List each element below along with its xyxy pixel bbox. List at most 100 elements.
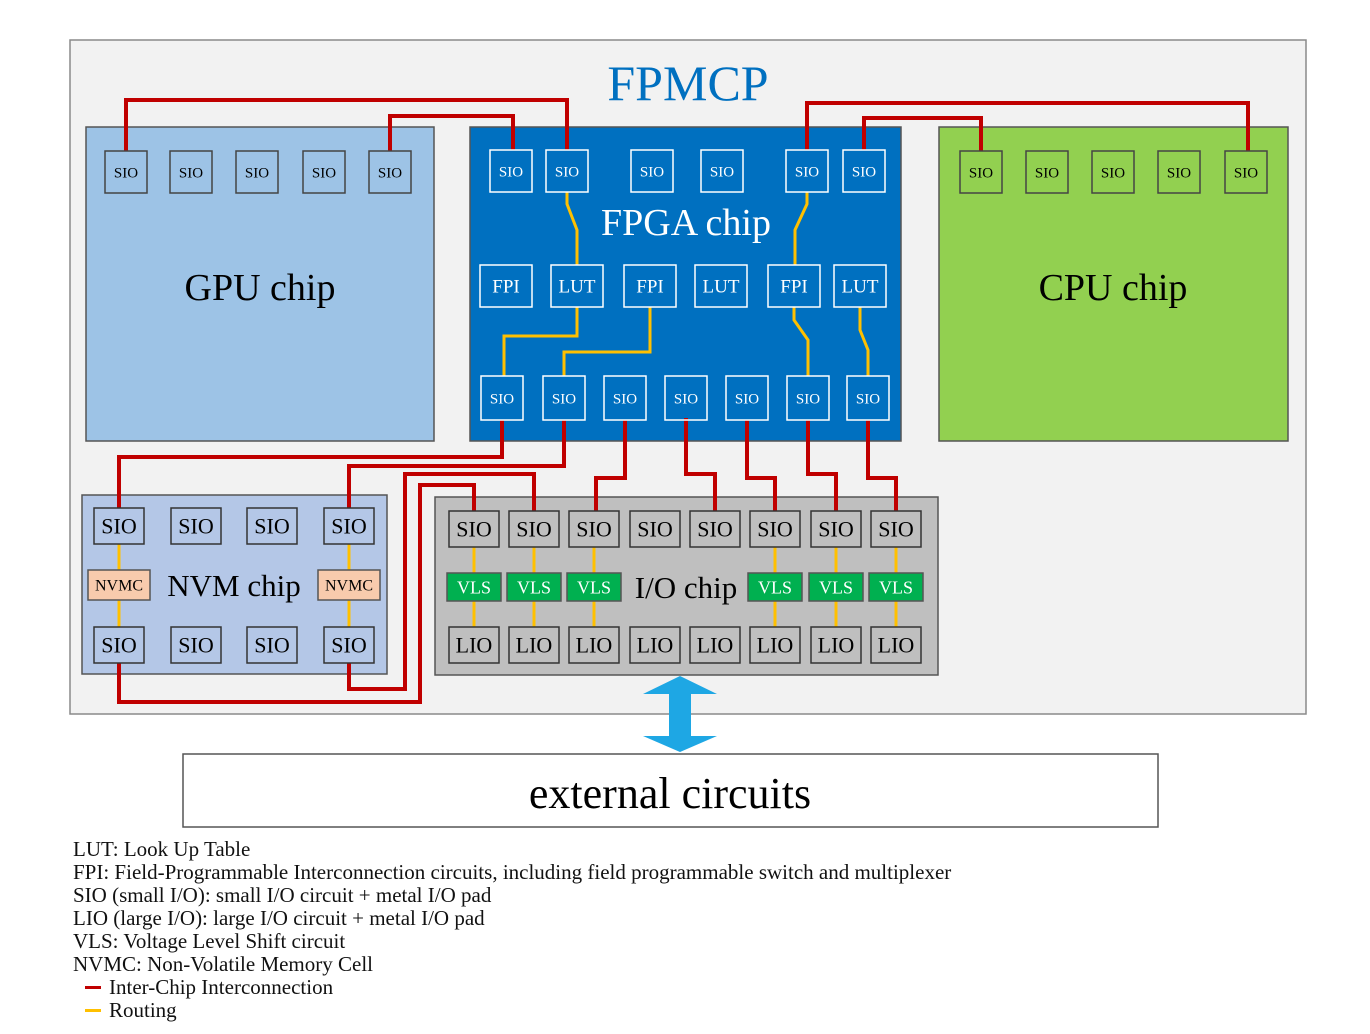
nvm-bottom-sio-pad: SIO [323,626,375,664]
cpu-sio-pad-label: SIO [1167,165,1191,181]
fpga-bottom-sio-pad: SIO [480,375,524,421]
nvm-top-sio-pad: SIO [93,507,145,545]
vls-block: VLS [868,572,924,602]
inter-chip-line [347,472,536,691]
fpga-lut-block-label: LUT [842,277,879,298]
fpga-bottom-sio-pad: SIO [603,375,647,421]
io-sio-pad-label: SIO [818,517,853,542]
nvm-bottom-sio-pad-label: SIO [254,633,289,658]
routing-lines [117,192,898,627]
nvm-bottom-sio-pad-label: SIO [178,633,213,658]
io-sio-pad-label: SIO [516,517,551,542]
cpu-sio-pad: SIO [959,150,1003,194]
vls-block-label: VLS [879,577,913,597]
fpga-bottom-sio-pad: SIO [664,375,708,421]
vls-block: VLS [566,572,622,602]
inter-chip-line [684,418,717,511]
io-lio-pad-label: LIO [637,633,674,658]
fpga-top-sio-pad: SIO [700,149,744,193]
fpga-top-sio-pad: SIO [842,149,886,193]
legend-vls: VLS: Voltage Level Shift circuit [73,929,346,953]
fpga-bottom-sio-pad-label: SIO [796,391,820,407]
fpga-fpi-block-label: FPI [780,277,807,298]
fpga-top-sio-pad-label: SIO [795,164,819,180]
vls-block-label: VLS [819,577,853,597]
io-sio-pad: SIO [568,510,620,548]
fpga-bottom-sio-pad: SIO [725,375,769,421]
external-circuits-label: external circuits [529,769,811,818]
gpu-sio-pad-label: SIO [312,165,336,181]
nvm-bottom-sio-pad-label: SIO [101,633,136,658]
interchip-swatch [85,985,101,989]
io-lio-pad-label: LIO [878,633,915,658]
io-lio-pad: LIO [870,626,922,664]
legend-interchip: Inter-Chip Interconnection [73,976,951,999]
io-sio-pad: SIO [629,510,681,548]
fpga-fpi-block: FPI [479,264,533,308]
gpu-sio-pad: SIO [169,150,213,194]
nvm-bottom-sio-pad: SIO [93,626,145,664]
gpu-sio-pad: SIO [368,150,412,194]
cpu-sio-pad-label: SIO [969,165,993,181]
cpu-sio-pad: SIO [1025,150,1069,194]
fpga-top-sio-pad: SIO [785,149,829,193]
fpga-bottom-sio-pad-label: SIO [613,391,637,407]
gpu-sio-pad: SIO [235,150,279,194]
io-sio-pad: SIO [508,510,560,548]
inter-chip-line [347,420,566,508]
io-sio-pad-label: SIO [576,517,611,542]
gpu-chip [85,126,435,442]
legend-lio: LIO (large I/O): large I/O circuit + met… [73,906,485,930]
routing-line [502,307,579,376]
inter-chip-line [866,420,898,511]
io-lio-pad: LIO [508,626,560,664]
nvm-bottom-sio-pad: SIO [170,626,222,664]
legend-sio: SIO (small I/O): small I/O circuit + met… [73,883,492,907]
gpu-sio-pad-label: SIO [179,165,203,181]
inter-chip-line [745,420,777,511]
nvmc-cell: NVMC [87,569,151,601]
gpu-sio-pad-label: SIO [245,165,269,181]
io-lio-pad: LIO [810,626,862,664]
io-sio-pad: SIO [448,510,500,548]
cpu-chip [938,126,1289,442]
cpu-sio-pad: SIO [1091,150,1135,194]
nvm-top-sio-pad-label: SIO [254,514,289,539]
fpga-lut-block: LUT [550,264,604,308]
nvm-top-sio-pad-label: SIO [101,514,136,539]
routing-line [858,307,870,376]
routing-line [562,307,652,376]
nvm-top-sio-pad-label: SIO [331,514,366,539]
vls-block-label: VLS [577,577,611,597]
nvm-bottom-sio-pad: SIO [246,626,298,664]
inter-chip-line [388,114,515,151]
legend-routing: Routing [73,999,951,1022]
inter-chip-line [117,420,504,508]
fpga-fpi-block-label: FPI [636,277,663,298]
fpga-top-sio-pad-label: SIO [710,164,734,180]
nvm-chip-label: NVM chip [167,568,300,603]
io-lio-pad-label: LIO [456,633,493,658]
fpga-fpi-block: FPI [767,264,821,308]
cpu-sio-pad-label: SIO [1101,165,1125,181]
inter-chip-line [805,101,1250,151]
io-lio-pad: LIO [689,626,741,664]
io-sio-pad-label: SIO [456,517,491,542]
cpu-chip-label: CPU chip [1039,267,1188,309]
io-lio-pad-label: LIO [757,633,794,658]
fpga-lut-block: LUT [833,264,887,308]
routing-line [793,192,809,265]
vls-block-label: VLS [758,577,792,597]
fpmcp-title: FPMCP [607,55,768,111]
cpu-sio-pad-label: SIO [1234,165,1258,181]
legend: LUT: Look Up Table FPI: Field-Programmab… [73,838,951,1022]
vls-block: VLS [446,572,502,602]
fpga-chip-label: FPGA chip [601,202,771,244]
gpu-chip-label: GPU chip [185,267,336,309]
fpga-bottom-sio-pad-label: SIO [735,391,759,407]
nvm-top-sio-pad: SIO [323,507,375,545]
external-circuits-box [182,753,1159,828]
inter-chip-line [124,98,569,151]
io-sio-pad: SIO [870,510,922,548]
fpga-bottom-sio-pad: SIO [846,375,890,421]
